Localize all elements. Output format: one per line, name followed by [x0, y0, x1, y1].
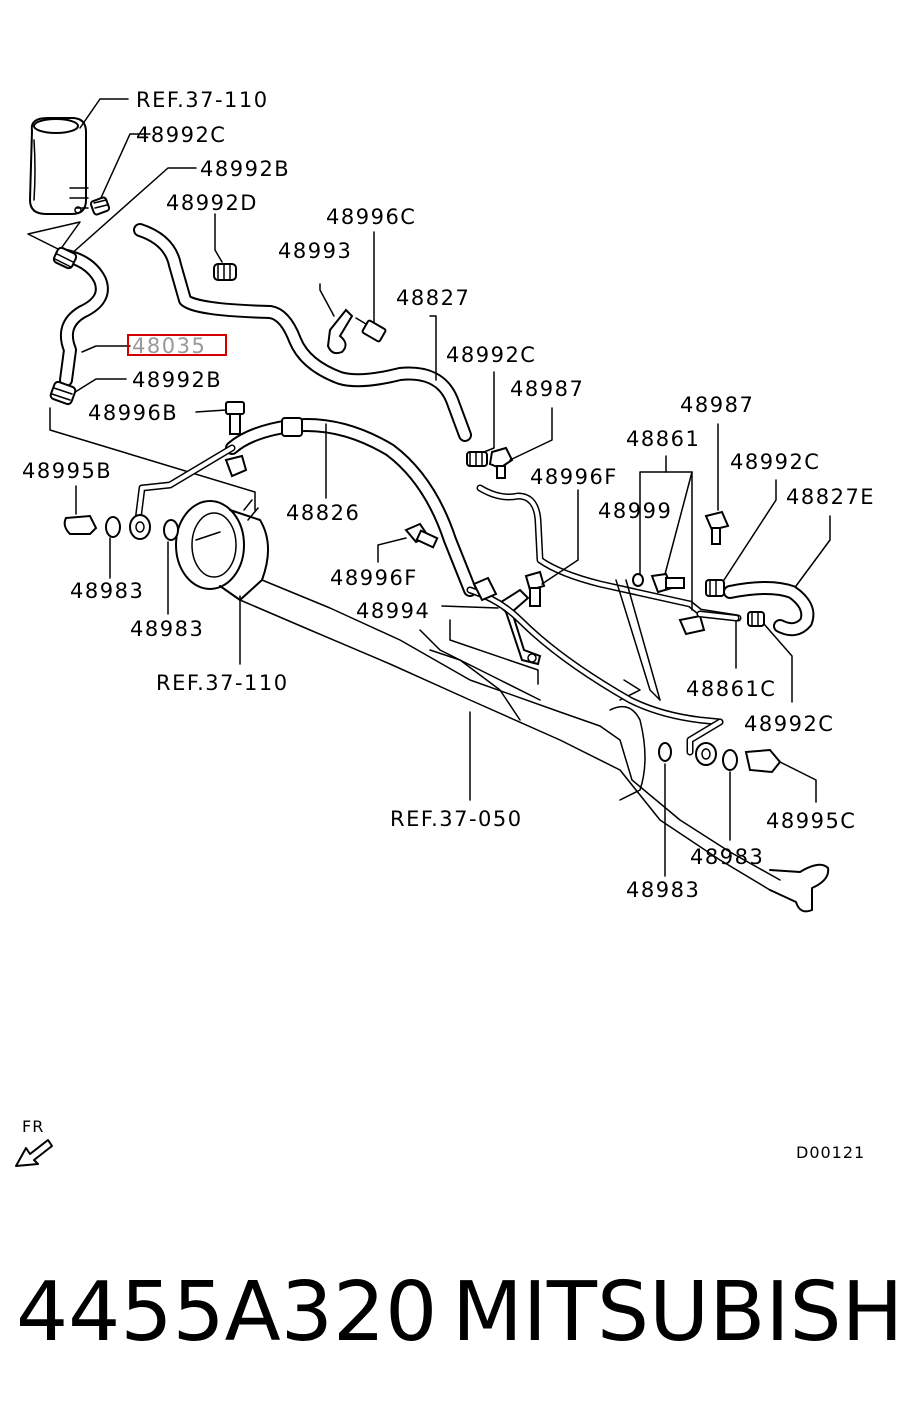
pressure-pipe-right — [466, 484, 742, 756]
washer-48983-right — [722, 749, 738, 771]
leader-48861 — [639, 455, 693, 611]
banjo-fitting-right — [695, 742, 717, 766]
washer-48983-left — [105, 516, 121, 538]
label-48994: 48994 — [356, 599, 430, 623]
pressure-pipe-left — [134, 444, 248, 524]
label-48996F-right: 48996F — [530, 465, 618, 489]
clamp-48992B-top — [52, 246, 78, 270]
leader-dash-line — [625, 579, 661, 701]
label-48983-right: 48983 — [690, 845, 764, 869]
label-drawing-code: D00121 — [796, 1143, 865, 1162]
bracket-48994 — [441, 588, 542, 685]
label-48826: 48826 — [286, 501, 360, 525]
bracket-clip-48861 — [678, 614, 706, 636]
bolt-48996C — [355, 231, 387, 343]
banjo-bolt-48995C — [744, 748, 817, 803]
label-ref-37-050: REF.37-050 — [390, 807, 523, 831]
bolt-48996F-left — [377, 522, 439, 563]
label-48992D: 48992D — [166, 191, 258, 215]
label-48992B-bottom: 48992B — [132, 368, 222, 392]
banjo-fitting-left — [129, 514, 151, 540]
label-48992C-bottom: 48992C — [744, 712, 834, 736]
reservoir-tank-illustration — [29, 117, 89, 215]
clamp-48992B-bottom — [49, 380, 77, 406]
pressure-hose-48826 — [225, 417, 477, 597]
label-48983-left: 48983 — [70, 579, 144, 603]
o-ring-48999 — [632, 573, 644, 587]
label-48992B-top: 48992B — [200, 157, 290, 181]
bolt-48987-right — [704, 423, 730, 545]
label-48987-mid: 48987 — [510, 377, 584, 401]
suction-hose-48035 — [55, 248, 109, 387]
bolt-48987-mid — [488, 407, 553, 479]
bolt-48996B — [195, 401, 245, 435]
label-48861: 48861 — [626, 427, 700, 451]
fitting-48861 — [650, 572, 685, 594]
leader-dash-line-2 — [615, 579, 661, 701]
front-arrow-icon — [15, 1139, 53, 1167]
steering-gear-assembly — [239, 579, 830, 913]
clamp-48992D — [213, 263, 237, 281]
label-48992C-right: 48992C — [730, 450, 820, 474]
label-ref-37-110-top: REF.37-110 — [136, 88, 269, 112]
leader-lines-top-left — [27, 98, 256, 511]
clamp-48992C-right — [705, 479, 777, 597]
label-48861C: 48861C — [686, 677, 776, 701]
label-48983-mid: 48983 — [130, 617, 204, 641]
banjo-bolt-48995B — [63, 485, 98, 535]
label-48827E: 48827E — [786, 485, 875, 509]
label-fr: FR — [22, 1117, 44, 1136]
label-48996B: 48996B — [88, 401, 178, 425]
label-48035-highlighted: 48035 — [132, 334, 206, 358]
washer-48983-bottom — [658, 742, 672, 762]
pipe-48861C — [696, 610, 740, 669]
bracket-48993 — [319, 283, 354, 355]
label-48999: 48999 — [598, 499, 672, 523]
label-48992C-top: 48992C — [136, 123, 226, 147]
clamp-48992C-mid — [466, 371, 495, 467]
footer-brand: MITSUBISHI — [452, 1265, 909, 1360]
leader-48827 — [429, 315, 437, 381]
highlight-box-48035 — [127, 334, 227, 356]
clamp-48992C-top — [89, 196, 111, 216]
label-48996C: 48996C — [326, 205, 416, 229]
label-48995C: 48995C — [766, 809, 856, 833]
label-48827: 48827 — [396, 286, 470, 310]
label-48996F-left: 48996F — [330, 566, 418, 590]
bolt-48996F-right — [524, 489, 579, 607]
label-48993: 48993 — [278, 239, 352, 263]
label-ref-37-110-bottom: REF.37-110 — [156, 671, 289, 695]
washer-48983-mid — [163, 519, 179, 541]
clamp-48992C-bottom — [747, 611, 793, 703]
return-hose-48827E — [723, 515, 831, 637]
footer-part-number: 4455A320 — [16, 1265, 437, 1360]
return-hose-48827 — [133, 223, 472, 442]
label-48995B: 48995B — [22, 459, 112, 483]
power-steering-pump — [175, 499, 270, 601]
label-48987-right: 48987 — [680, 393, 754, 417]
label-48983-bottom: 48983 — [626, 878, 700, 902]
label-48992C-mid: 48992C — [446, 343, 536, 367]
